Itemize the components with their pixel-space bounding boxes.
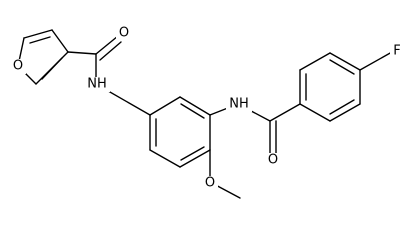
furan-bond-c4-c3 bbox=[51, 29, 69, 53]
furan-double-c4-c5 bbox=[29, 36, 51, 44]
amide-nh-left-label: NH bbox=[87, 77, 107, 92]
atom-fluorine: F bbox=[390, 44, 404, 59]
ring-bond-b-c bbox=[179, 96, 211, 116]
atom-benzoyl-carbonyl-oxygen: O bbox=[265, 153, 281, 168]
fring-bond-4 bbox=[329, 52, 361, 71]
atom-labels: O O NH NH O F O bbox=[10, 26, 404, 191]
furan-double-c2-c3 bbox=[41, 57, 63, 80]
ring-inner-bond-1 bbox=[180, 103, 205, 119]
bond-carbonyl-aryl bbox=[269, 103, 301, 122]
furan-carbonyl-oxygen-label: O bbox=[119, 26, 129, 41]
methoxy-oxygen-label: O bbox=[205, 176, 215, 191]
ring-bond-d-e bbox=[179, 149, 211, 168]
bond-carbonyl-o-double-1 bbox=[95, 35, 119, 55]
molecule-structure-diagram: O O NH NH O F O bbox=[10, 25, 404, 199]
amide-nh-right-label: NH bbox=[229, 97, 249, 112]
fring-inner-bond-2 bbox=[329, 59, 355, 75]
fring-bond-5 bbox=[299, 52, 331, 71]
benzoyl-carbonyl-oxygen-label: O bbox=[268, 153, 278, 168]
furan-bond-c5-c4 bbox=[23, 29, 53, 39]
ring-bond-a-b bbox=[149, 96, 181, 116]
atom-amide-nh-left: NH bbox=[84, 77, 110, 92]
bond-lines bbox=[17, 29, 393, 199]
fring-inner-bond-1 bbox=[329, 99, 355, 115]
fring-bond-2 bbox=[329, 103, 361, 122]
fluorine-label: F bbox=[393, 44, 400, 59]
atom-methoxy-oxygen: O bbox=[202, 176, 218, 191]
ring-oxygen-label: O bbox=[13, 59, 23, 74]
atom-ring-oxygen: O bbox=[10, 59, 26, 74]
bond-carbonyl-o-double-2 bbox=[99, 41, 122, 61]
bond-furan-carbonyl bbox=[67, 51, 97, 55]
atom-furan-carbonyl-oxygen: O bbox=[116, 26, 132, 41]
bond-ring-fluorine bbox=[359, 51, 393, 71]
ring-inner-bond-2 bbox=[180, 146, 205, 161]
atom-amide-nh-right: NH bbox=[226, 97, 252, 112]
ring-bond-e-f bbox=[149, 149, 181, 168]
fring-bond-1 bbox=[299, 103, 331, 122]
